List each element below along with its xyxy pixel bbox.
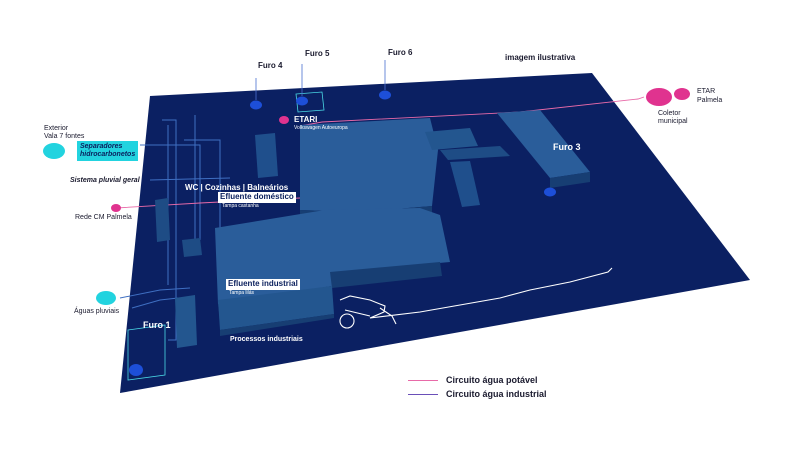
- legend-industrial-swatch: [408, 393, 438, 395]
- rede-cm-label: Rede CM Palmela: [75, 214, 132, 221]
- well-markers: [129, 90, 556, 376]
- furo1-marker: [129, 364, 143, 376]
- furo5-marker: [296, 96, 308, 106]
- processos-label: Processos industriais: [230, 336, 303, 343]
- furo5-label: Furo 5: [305, 49, 330, 58]
- furo6-label: Furo 6: [388, 48, 413, 57]
- rede-cm-point: [111, 204, 121, 212]
- etari-subtitle: Volkswagen Autoeuropa: [294, 125, 348, 131]
- exterior-point: [43, 143, 65, 159]
- etari-point: [279, 116, 289, 124]
- furo1-label: Furo 1: [143, 320, 171, 330]
- aguas-pluviais-point: [96, 291, 116, 305]
- etar-point: [674, 88, 690, 100]
- separadores-line1: Separadores: [80, 143, 123, 150]
- efluente-industrial-subtitle: Tampa lilás: [229, 290, 255, 296]
- buildings: [155, 110, 590, 348]
- legend-potavel: Circuito água potável: [408, 375, 538, 385]
- etar-line2: Palmela: [697, 97, 723, 104]
- furo3-label: Furo 3: [553, 142, 581, 152]
- legend-potavel-swatch: [408, 379, 438, 381]
- coletor-point: [646, 88, 672, 106]
- efluente-domestico-title: Efluente doméstico: [218, 192, 296, 203]
- etari-title: ETARI: [294, 115, 318, 124]
- efluente-domestico-subtitle: Tampa castanha: [222, 203, 259, 209]
- test-track: [339, 267, 613, 329]
- separadores-line2: hidrocarbonetos: [80, 151, 136, 159]
- wc-label: WC | Cozinhas | Balneários: [185, 183, 289, 192]
- legend-industrial-label: Circuito água industrial: [446, 389, 547, 399]
- aguas-pluviais-label: Águas pluviais: [74, 308, 120, 315]
- legend-industrial: Circuito água industrial: [408, 389, 547, 399]
- coletor-line1: Coletor: [658, 110, 681, 117]
- furo4-marker: [250, 100, 262, 110]
- pipe-routes: [119, 115, 231, 341]
- efluente-industrial-title: Efluente industrial: [226, 279, 300, 290]
- furo3-marker: [544, 187, 556, 197]
- legend-potavel-label: Circuito água potável: [446, 375, 538, 385]
- leader-lines: [255, 60, 386, 100]
- rainwater-areas: [127, 91, 325, 381]
- furo4-label: Furo 4: [258, 61, 283, 70]
- furo6-marker: [379, 90, 391, 100]
- coletor-line2: municipal: [658, 118, 688, 125]
- pluvial-geral-label: Sistema pluvial geral: [70, 177, 140, 184]
- exterior-line1: Exterior: [44, 125, 69, 132]
- etar-line1: ETAR: [697, 88, 716, 95]
- caption: imagem ilustrativa: [505, 53, 576, 62]
- separadores-box: Separadores hidrocarbonetos: [77, 141, 139, 162]
- exterior-line2: Vala 7 fontes: [44, 133, 85, 140]
